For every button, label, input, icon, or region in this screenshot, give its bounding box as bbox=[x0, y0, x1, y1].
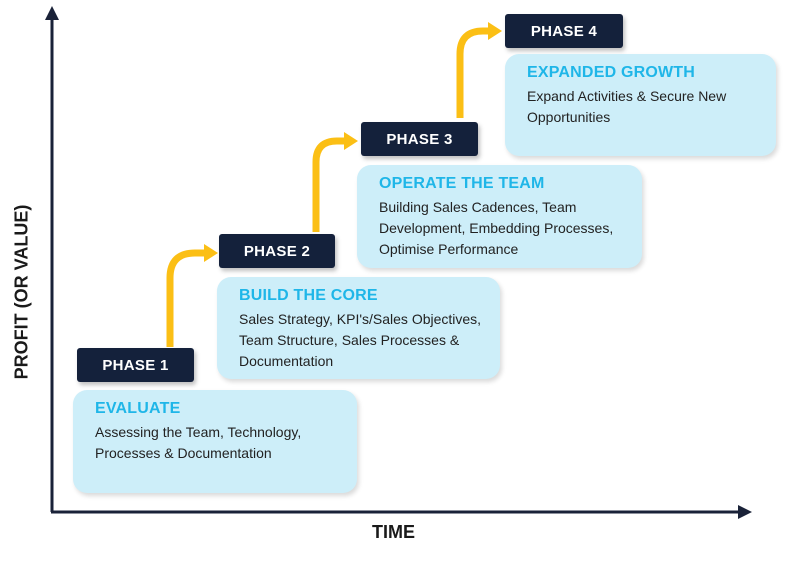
x-axis-label: TIME bbox=[372, 522, 415, 542]
connector-arrowhead-3-icon bbox=[488, 22, 502, 40]
phase-2-label: PHASE 2 bbox=[219, 234, 335, 268]
phase-1-description: Assessing the Team, Technology, Processe… bbox=[95, 424, 302, 461]
connector-arrow-1-2 bbox=[166, 249, 206, 347]
phase-4-label: PHASE 4 bbox=[505, 14, 623, 48]
phase-2-title: BUILD THE CORE bbox=[239, 287, 378, 304]
connector-arrow-3-4 bbox=[456, 27, 490, 118]
phase-4-box: EXPANDED GROWTH Expand Activities & Secu… bbox=[505, 54, 776, 156]
y-axis-label: PROFIT (OR VALUE) bbox=[11, 204, 32, 380]
phase-1-label: PHASE 1 bbox=[77, 348, 194, 382]
y-axis-arrowhead-icon bbox=[45, 6, 59, 20]
connector-arrowhead-2-icon bbox=[344, 132, 358, 150]
phase-1-box: EVALUATE Assessing the Team, Technology,… bbox=[73, 390, 357, 493]
phase-3-title: OPERATE THE TEAM bbox=[379, 175, 545, 192]
connector-arrow-2-3 bbox=[312, 137, 346, 232]
phase-3-label: PHASE 3 bbox=[361, 122, 478, 156]
phase-3-description: Building Sales Cadences, Team Developmen… bbox=[379, 199, 614, 257]
phase-4-description: Expand Activities & Secure New Opportuni… bbox=[527, 88, 727, 125]
connector-arrowhead-1-icon bbox=[204, 244, 218, 262]
phase-1-title: EVALUATE bbox=[95, 400, 181, 417]
phase-2-description: Sales Strategy, KPI's/Sales Objectives, … bbox=[239, 311, 482, 369]
x-axis-arrowhead-icon bbox=[738, 505, 752, 519]
phase-2-box: BUILD THE CORE Sales Strategy, KPI's/Sal… bbox=[217, 277, 500, 379]
phase-3-box: OPERATE THE TEAM Building Sales Cadences… bbox=[357, 165, 642, 268]
phase-4-title: EXPANDED GROWTH bbox=[527, 64, 696, 81]
